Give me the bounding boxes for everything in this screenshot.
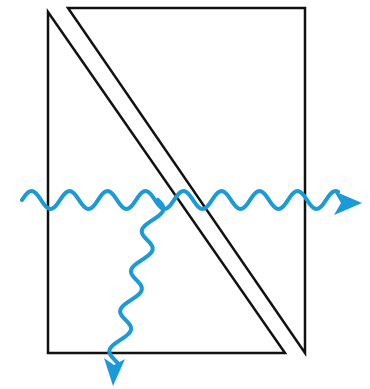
left-triangular-prism [46,8,288,355]
reflected-wave-ray [107,198,166,365]
right-triangular-prism [65,6,307,358]
arrow-right-icon [334,191,362,215]
arrow-down-icon [104,358,125,386]
transmitted-wave-ray [20,188,340,212]
